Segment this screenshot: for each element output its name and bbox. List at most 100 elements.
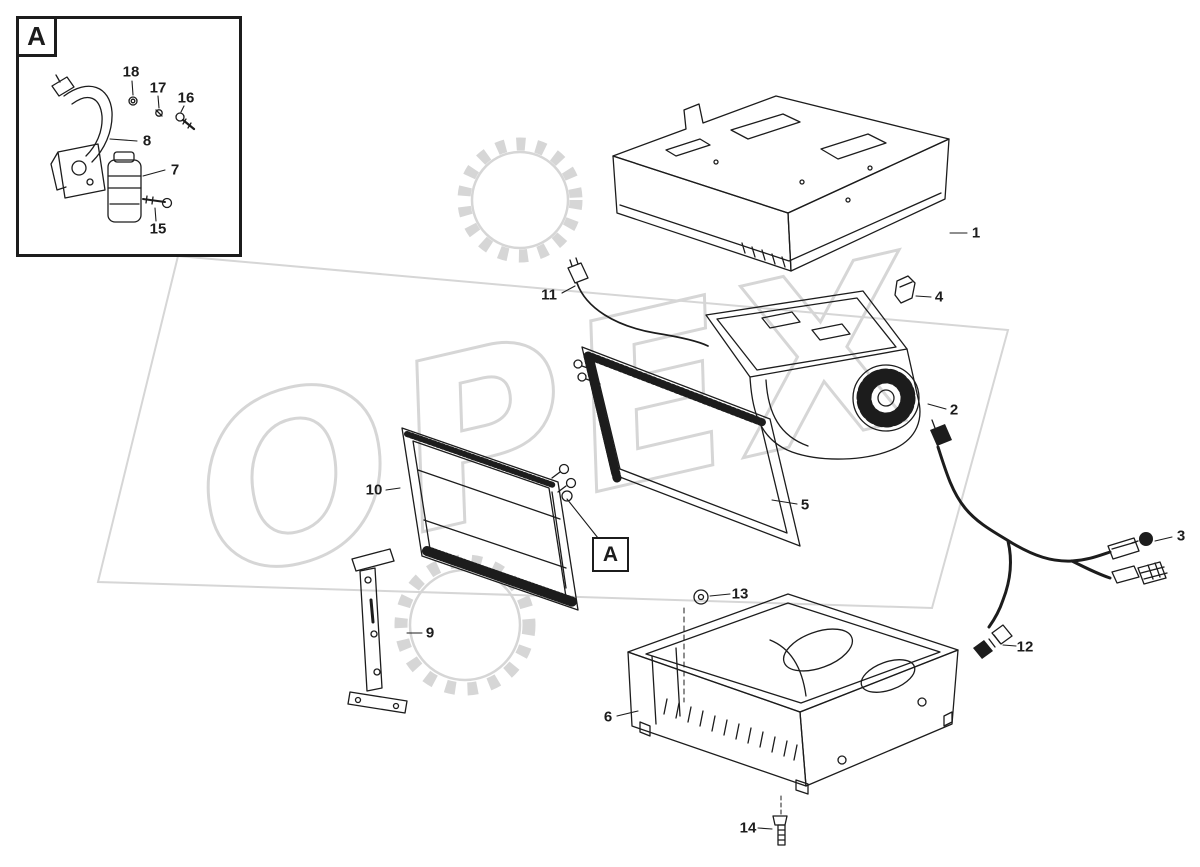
- core-pipe-2: [577, 372, 587, 382]
- harness-round-plug-stub: [1131, 540, 1139, 544]
- blower-top-plate-inner: [716, 297, 897, 371]
- tray-right-wall: [799, 649, 959, 787]
- part-5-core-frame: [573, 346, 801, 547]
- clip-body: [894, 275, 916, 304]
- top-cover-right-face: [787, 138, 950, 272]
- bolt-shaft: [777, 824, 786, 846]
- evaporator-valve-fitting: [561, 490, 573, 502]
- leader-7: [142, 169, 166, 177]
- valve-block: [50, 143, 106, 199]
- detail-view-label: A: [16, 16, 57, 57]
- harness-grid-connector: [1137, 561, 1168, 585]
- watermark-text: OPEX: [170, 206, 950, 632]
- callout-leader-lines: [109, 80, 1173, 830]
- callout-15: 15: [149, 220, 167, 238]
- harness-top-plug: [930, 424, 952, 446]
- callout-3: 3: [1176, 527, 1186, 545]
- part-9-bracket: [347, 548, 408, 714]
- watermark-gear-bottom: [408, 568, 522, 682]
- grommet-inner: [697, 593, 705, 601]
- hose-outer-curve: [63, 85, 113, 163]
- bolt-head: [772, 815, 788, 826]
- top-cover-screw-dot: [713, 159, 719, 165]
- part-4-clip: [894, 275, 916, 304]
- leader-12: [1002, 644, 1017, 647]
- core-fin-band-top: [588, 353, 768, 427]
- harness-connector-a: [1107, 537, 1140, 560]
- bracket-foot-hole: [392, 702, 400, 710]
- wire-cable: [576, 282, 709, 347]
- evaporator-fin-band-top: [404, 431, 556, 488]
- section-a-marker: A: [592, 537, 629, 572]
- leader-4: [915, 295, 932, 298]
- bolt-16-threads: [182, 118, 192, 129]
- screw-15-head: [161, 197, 173, 209]
- blower-scroll-inner: [765, 379, 809, 447]
- leader-13: [709, 593, 731, 597]
- screw-15-threads: [145, 195, 154, 205]
- leader-3: [1154, 536, 1173, 542]
- valve-block-port: [71, 160, 87, 176]
- leader-2: [927, 403, 947, 410]
- wire-connector: [567, 257, 589, 284]
- part-13-grommet: [683, 589, 709, 703]
- tray-left-wall-lines: [651, 647, 681, 725]
- leader-15: [154, 207, 157, 222]
- blower-plate-slots: [761, 311, 851, 341]
- callout-5: 5: [800, 496, 810, 514]
- callout-4: 4: [934, 288, 944, 306]
- valve-block-screw: [86, 178, 94, 186]
- top-cover-vent-slots: [741, 242, 786, 268]
- tray-well-right: [860, 659, 916, 693]
- top-cover-screw-dot: [799, 179, 805, 185]
- detail-view-a-parts: [50, 74, 196, 223]
- callout-7: 7: [170, 161, 180, 179]
- callout-13: 13: [731, 585, 749, 603]
- leader-16: [180, 105, 185, 113]
- harness-branch-right: [1070, 559, 1112, 580]
- part-6-lower-tray: [627, 593, 959, 795]
- core-pipe-1: [573, 359, 583, 369]
- grommet-outer: [693, 589, 709, 605]
- bracket-hole: [370, 630, 378, 638]
- washer-17-mark: [155, 109, 163, 117]
- part-14-bolt: [772, 795, 788, 846]
- tray-divider: [769, 639, 807, 697]
- tray-well-left: [782, 628, 854, 672]
- tray-boss-2: [917, 697, 927, 707]
- leader-11: [561, 285, 576, 294]
- callout-18: 18: [122, 63, 140, 81]
- harness-connector-b: [1111, 565, 1140, 584]
- harness-branch-down: [987, 539, 1012, 629]
- bracket-hole: [373, 668, 381, 676]
- watermark-gear-top-teeth: [457, 137, 583, 263]
- top-cover-top-face: [612, 95, 950, 214]
- evaporator-face-lines: [417, 469, 567, 589]
- evaporator-fin-band-bottom: [422, 546, 578, 607]
- evaporator-pipe-stubs: [551, 471, 567, 493]
- evaporator-outer: [401, 427, 579, 611]
- callout-14: 14: [739, 819, 757, 837]
- evaporator-pipe-1: [558, 463, 570, 475]
- tray-boss-1: [837, 755, 847, 765]
- callout-9: 9: [425, 624, 435, 642]
- evaporator-pipe-2: [565, 477, 577, 489]
- tray-rim-outer: [627, 593, 959, 713]
- callout-6: 6: [603, 708, 613, 726]
- part-10-evaporator: [401, 427, 579, 611]
- sensor-body-dark: [973, 640, 993, 659]
- callout-17: 17: [149, 79, 167, 97]
- bracket-foot: [347, 691, 408, 714]
- callout-11: 11: [541, 286, 557, 304]
- part-12-sensor: [973, 624, 1013, 659]
- top-cover-bottom-edge: [619, 192, 942, 262]
- nut-18-hole: [130, 98, 136, 104]
- leader-10: [385, 487, 401, 491]
- tray-feet: [639, 711, 953, 795]
- blower-fan-hub: [877, 389, 895, 407]
- harness-main-cable: [936, 445, 1112, 563]
- bracket-strip: [359, 567, 383, 692]
- sensor-threads: [983, 634, 1001, 652]
